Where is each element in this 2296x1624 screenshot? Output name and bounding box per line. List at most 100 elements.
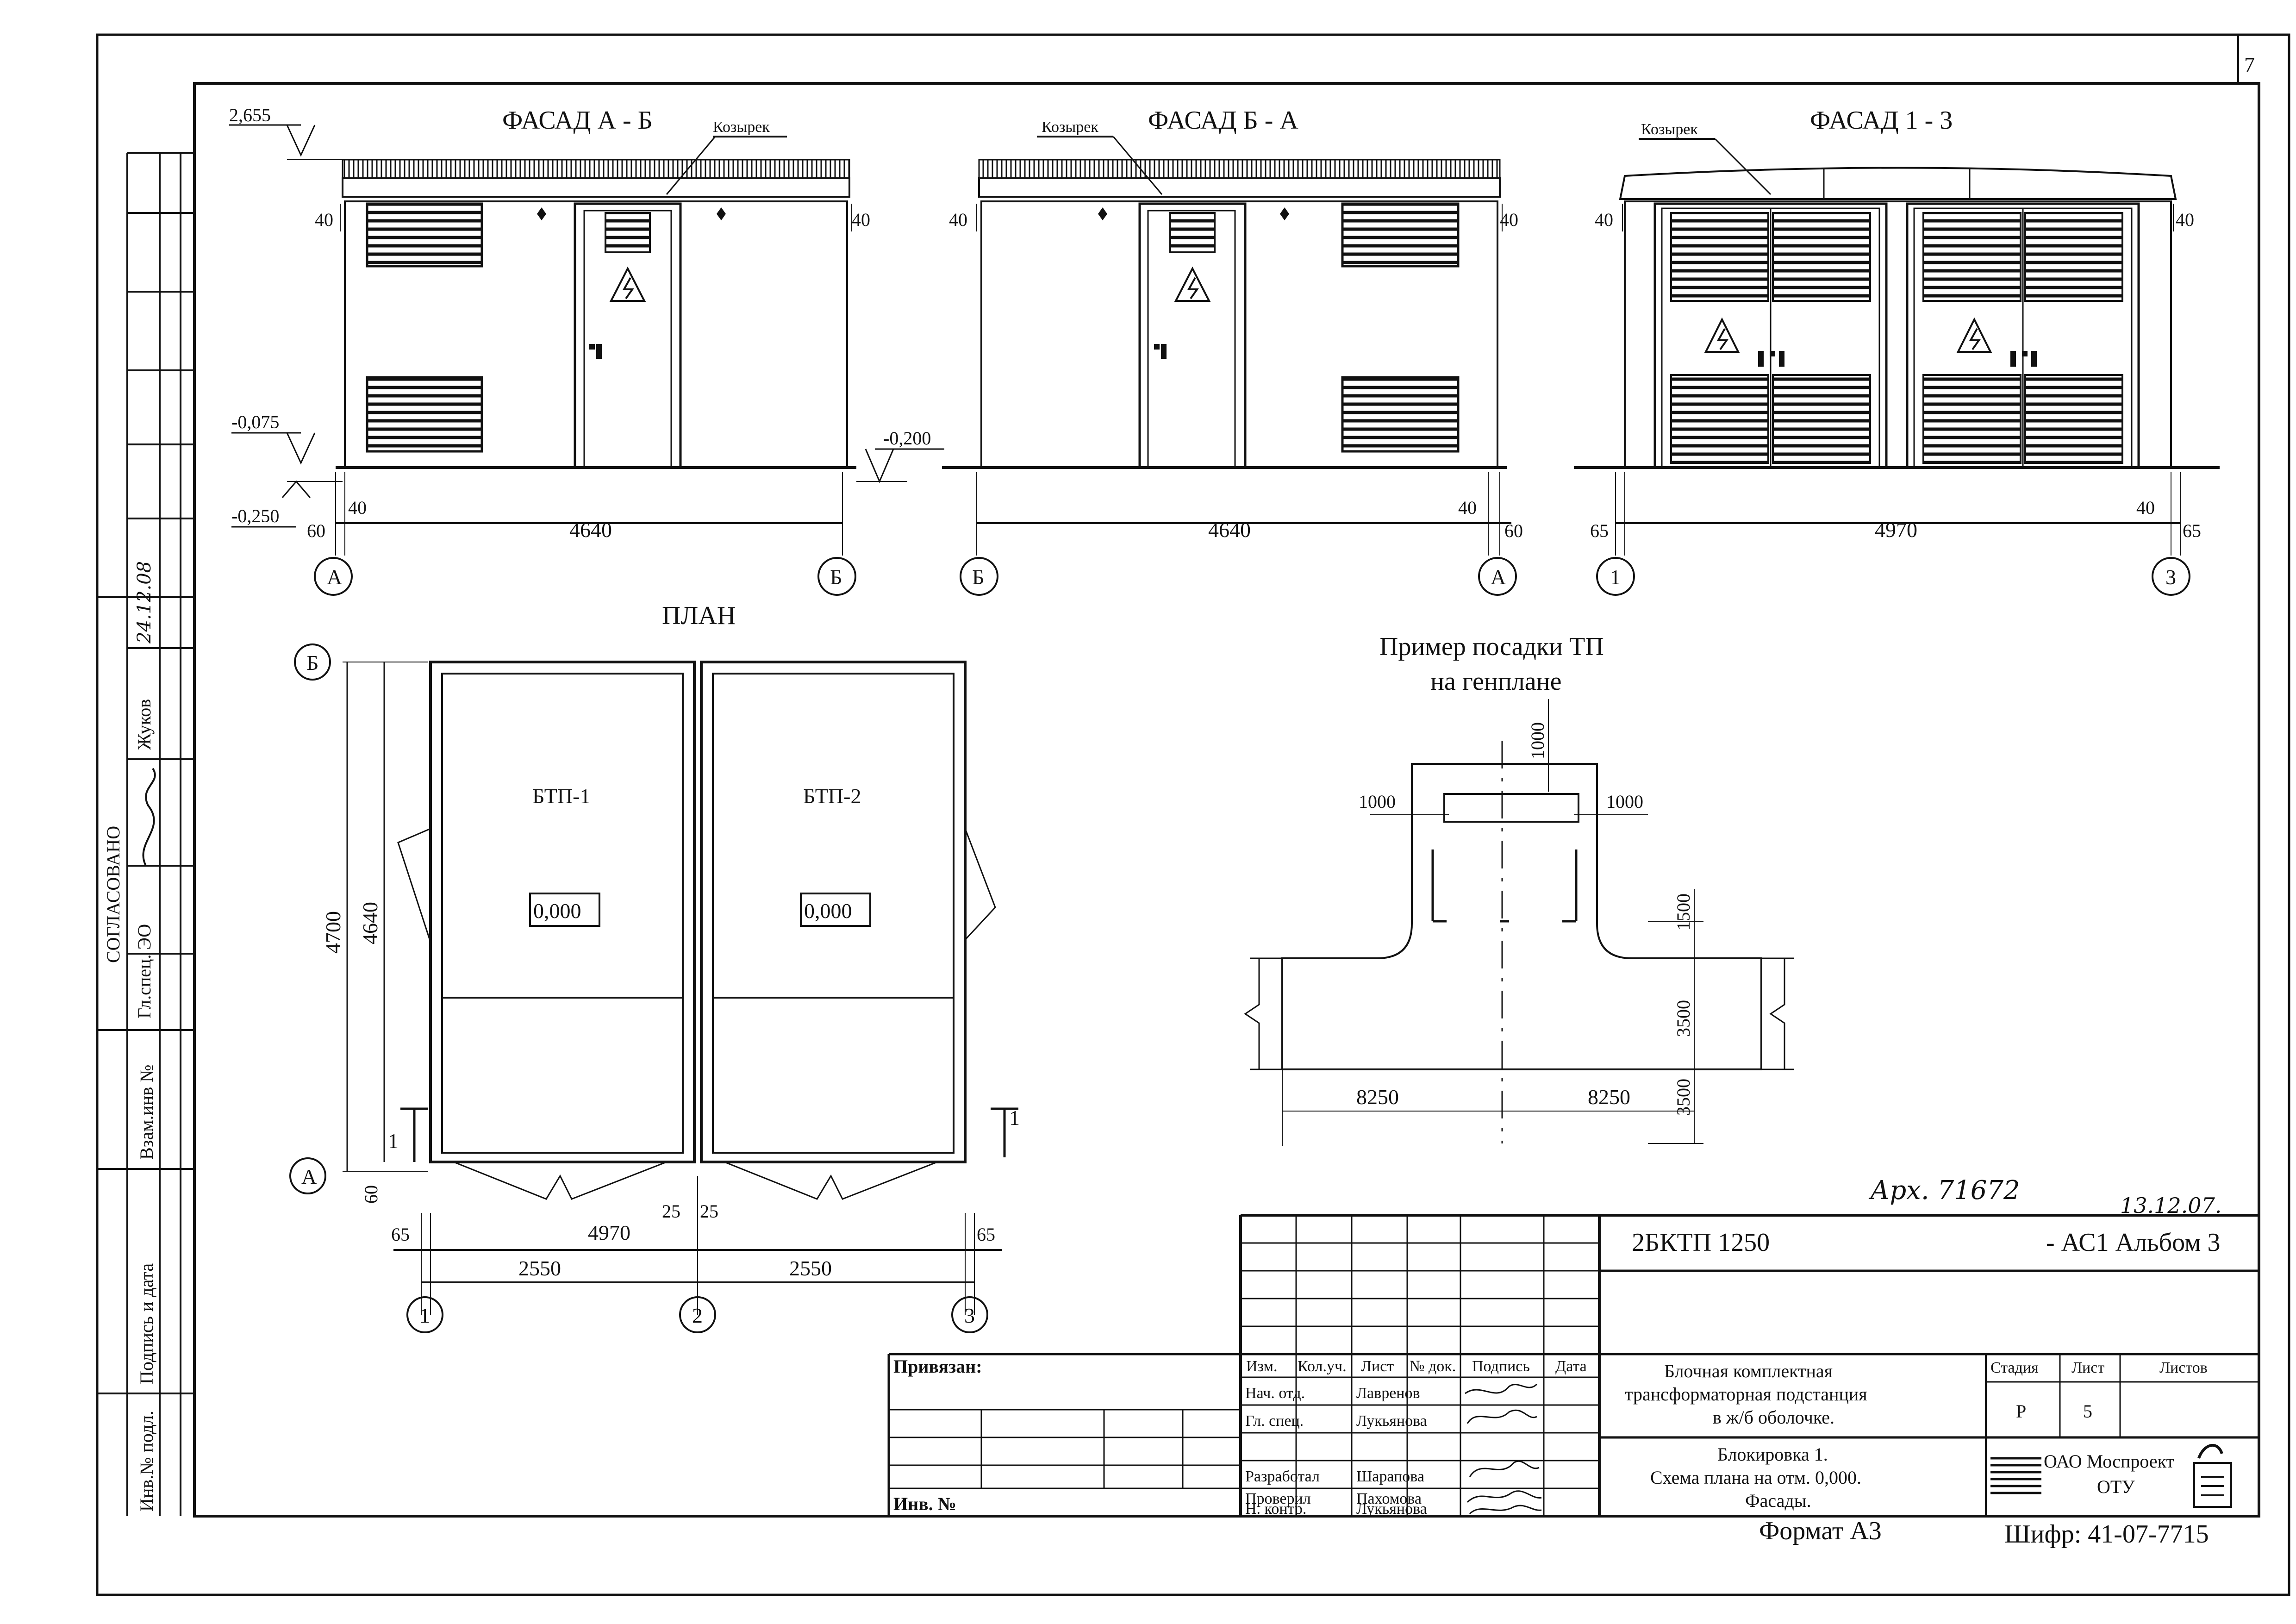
row-role-4: Разработал (1245, 1468, 1320, 1485)
site-title-line1: Пример посадки ТП (1379, 632, 1604, 661)
dim-1000-top: 1000 (1527, 722, 1548, 759)
album: - АС1 Альбом 3 (2046, 1228, 2220, 1257)
dim-3500b: 3500 (1673, 1079, 1694, 1116)
archive-number: Арх. 71672 (1868, 1175, 2020, 1206)
section-mark-left: 1 (388, 1129, 399, 1153)
facade-13-title: ФАСАД 1 - 3 (1810, 106, 1953, 135)
dim-40-bottom: 40 (1458, 497, 1477, 518)
agreed-label: СОГЛАСОВАНО (103, 826, 124, 963)
plan-axis-a: А (301, 1165, 317, 1188)
dim-40-bottom: 40 (348, 497, 367, 518)
dim-4640: 4640 (358, 902, 382, 944)
hdr-change: Изм. (1246, 1358, 1278, 1375)
org-line1: ОАО Моспроект (2044, 1451, 2174, 1472)
room-1-label: БТП-1 (532, 784, 590, 808)
axis-b: Б (972, 565, 984, 589)
format-label: Формат А3 (1759, 1517, 1882, 1545)
dim-length: 4970 (1875, 518, 1917, 542)
facade-b-a: ФАСАД Б - А Козырек 40 40 40 60 4640 Б А (942, 106, 1523, 596)
elev-top: 2,655 (229, 105, 271, 125)
inv-label: Инв. № (893, 1493, 956, 1514)
facade-1-3: ФАСАД 1 - 3 Козырек 40 40 (1574, 106, 2220, 596)
plan-axis-2: 2 (692, 1304, 703, 1327)
object-line2: трансформаторная подстанция (1625, 1384, 1867, 1405)
plan-axis-1: 1 (419, 1304, 430, 1327)
hdr-date: Дата (1555, 1358, 1587, 1375)
dim-60: 60 (1504, 520, 1523, 541)
hdr-sheet: Лист (1361, 1358, 1394, 1375)
dim-60: 60 (361, 1185, 381, 1204)
sheet-value: 5 (2083, 1401, 2092, 1422)
field-signature-date: Подпись и дата (136, 1263, 157, 1384)
axis-3: 3 (2165, 565, 2176, 589)
sheet-title-line3: Фасады. (1745, 1490, 1811, 1511)
dim-length: 4640 (1208, 518, 1251, 542)
side-stamp: СОГЛАСОВАНО Гл.спец. ЭО Жуков 24.12.08 В… (97, 152, 195, 1516)
dim-40-bottom: 40 (2136, 497, 2155, 518)
dim-8250a: 8250 (1356, 1085, 1399, 1109)
stamp-seal-icon (2193, 1443, 2232, 1508)
facade-ab-canopy-label: Козырек (713, 119, 770, 136)
axis-a: А (327, 565, 342, 589)
dim-65-right: 65 (977, 1224, 995, 1245)
hdr-signature: Подпись (1472, 1358, 1530, 1375)
plan-title: ПЛАН (662, 601, 736, 630)
plan: ПЛАН БТП-1 БТП-2 0,000 0,000 4700 4640 6… (289, 601, 1020, 1333)
stage-label: Стадия (1990, 1359, 2039, 1376)
row-role-1: Нач. отд. (1245, 1385, 1305, 1402)
agreed-role: Гл.спец. ЭО (134, 924, 155, 1018)
hdr-doc: № док. (1410, 1358, 1456, 1375)
hdr-qty: Кол.уч. (1298, 1358, 1347, 1375)
sheets-label: Листов (2159, 1359, 2208, 1376)
dim-40-right: 40 (2176, 209, 2194, 230)
room-2-level: 0,000 (804, 899, 852, 923)
org-logo-icon (1990, 1457, 2041, 1494)
dim-40-right: 40 (852, 209, 870, 230)
row-role-6: Н. контр. (1245, 1500, 1306, 1518)
agreed-date: 24.12.08 (134, 561, 155, 644)
dim-1000-right: 1000 (1606, 791, 1643, 812)
site-title-line2: на генплане (1430, 667, 1561, 696)
dim-8250b: 8250 (1588, 1085, 1630, 1109)
elev-right: -0,200 (883, 428, 931, 449)
plan-axis-b: Б (306, 651, 318, 675)
dim-25a: 25 (662, 1201, 680, 1222)
dim-60: 60 (307, 520, 325, 541)
dim-1500: 1500 (1673, 893, 1694, 931)
field-replace-inv: Взам.инв № (136, 1065, 157, 1160)
agreed-name: Жуков (134, 699, 155, 750)
dim-40-left: 40 (949, 209, 967, 230)
bound-label: Привязан: (893, 1356, 982, 1377)
row-name-1: Лавренов (1356, 1385, 1420, 1402)
section-mark-right: 1 (1009, 1106, 1020, 1130)
facade-ba-canopy-label: Козырек (1042, 119, 1098, 136)
axis-a: А (1491, 565, 1506, 589)
dim-2550b: 2550 (789, 1256, 832, 1280)
facade-ba-title: ФАСАД Б - А (1148, 106, 1298, 135)
dim-40-left: 40 (315, 209, 333, 230)
signatures (1465, 1383, 1542, 1515)
row-name-6: Лукьянова (1356, 1500, 1427, 1518)
sheet-title-line2: Схема плана на отм. 0,000. (1650, 1467, 1861, 1488)
dim-25b: 25 (700, 1201, 718, 1222)
stage-value: Р (2016, 1401, 2026, 1422)
facade-13-canopy-label: Козырек (1641, 121, 1698, 138)
row-name-4: Шарапова (1356, 1468, 1424, 1485)
dim-65-left: 65 (391, 1224, 410, 1245)
dim-2550a: 2550 (518, 1256, 561, 1280)
elev-bottom: -0,250 (231, 506, 279, 526)
object-line3: в ж/б оболочке. (1713, 1407, 1834, 1428)
dim-65-left: 65 (1590, 520, 1609, 541)
dim-length: 4640 (569, 518, 612, 542)
object-line1: Блочная комплектная (1664, 1361, 1833, 1381)
dim-4970: 4970 (588, 1221, 630, 1244)
agreed-signature (142, 768, 156, 866)
row-name-2: Лукьянова (1356, 1412, 1427, 1430)
title-block: Привязан: Инв. № Изм. Кол.уч. Лист № док… (887, 1214, 2259, 1518)
sheet-title-line1: Блокировка 1. (1717, 1444, 1828, 1465)
field-original-inv: Инв.№ подл. (136, 1411, 157, 1512)
corner-number: 7 (2244, 53, 2255, 76)
dim-1000-left: 1000 (1359, 791, 1396, 812)
cipher-label: Шифр: 41-07-7715 (2004, 1520, 2209, 1549)
row-name-5: Пахомова (1356, 1490, 1422, 1507)
